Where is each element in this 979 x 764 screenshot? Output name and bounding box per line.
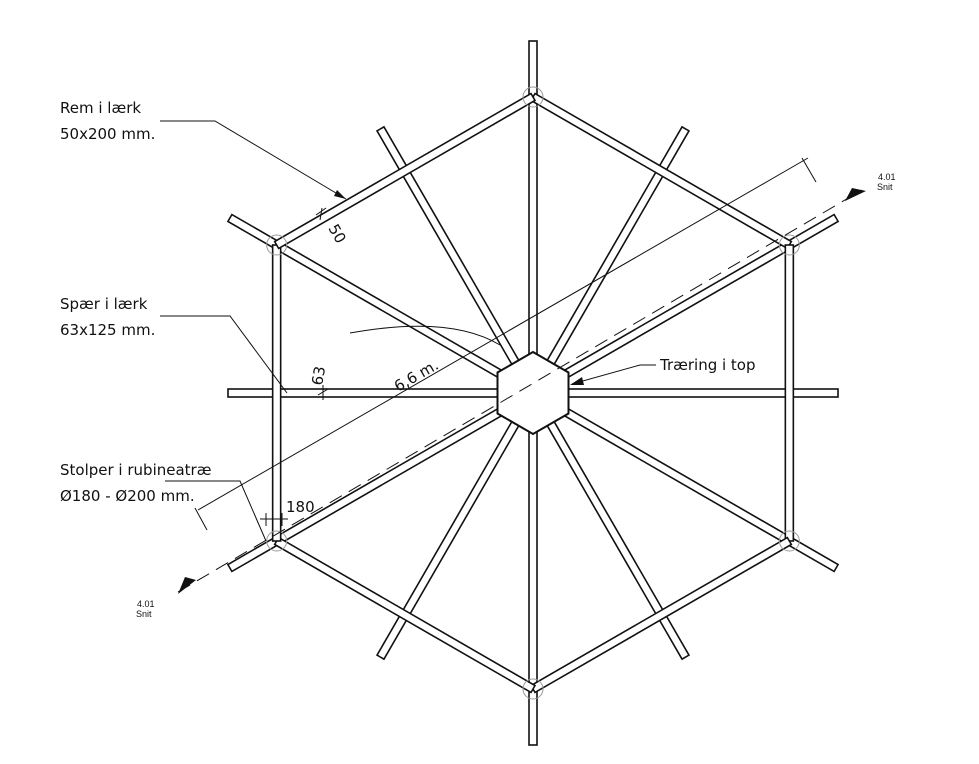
rafter <box>375 415 523 661</box>
post <box>778 234 800 256</box>
rafter <box>562 388 839 398</box>
traering-leader <box>571 364 656 385</box>
spaer-dim-ticks <box>317 385 329 400</box>
rem-beam <box>529 536 793 694</box>
rem-beam <box>271 244 282 542</box>
section-number-right: 4.01 <box>878 172 896 182</box>
rafter <box>543 125 691 371</box>
post-dim-ticks <box>260 513 288 526</box>
rem-dim-ticks <box>315 207 327 221</box>
section-name-right: Snit <box>877 182 893 192</box>
section-arrow-left <box>178 577 196 594</box>
rafter <box>528 422 538 746</box>
section-line <box>177 189 863 593</box>
rafter <box>226 213 511 383</box>
traering-leader-arrow <box>570 377 584 385</box>
spaer-dimension-text: 63 <box>308 365 329 387</box>
rem-beam <box>529 92 793 250</box>
span-dimension <box>194 157 817 531</box>
rem-beams <box>271 92 795 694</box>
post <box>522 86 544 108</box>
spaer-label-line2: 63x125 mm. <box>60 321 155 339</box>
post <box>522 678 544 700</box>
rem-beam <box>273 92 537 250</box>
rem-beam <box>273 536 537 694</box>
rem-leader <box>160 120 347 200</box>
traering-label: Træring i top <box>659 356 756 374</box>
rafter <box>375 125 523 371</box>
spaer-leader <box>160 315 288 394</box>
rafters <box>226 40 840 746</box>
post <box>266 530 288 552</box>
section-number-left: 4.01 <box>137 599 155 609</box>
rafter <box>227 388 504 398</box>
section-name-left: Snit <box>136 609 152 619</box>
rafter <box>555 403 840 573</box>
post <box>266 234 288 256</box>
rem-dimension-text: 50 <box>325 221 350 247</box>
post <box>778 530 800 552</box>
rem-label-line1: Rem i lærk <box>60 99 141 117</box>
stolper-label-line1: Stolper i rubineatræ <box>60 461 211 479</box>
posts <box>266 86 800 700</box>
stolper-label-line2: Ø180 - Ø200 mm. <box>60 487 195 505</box>
stolper-leader <box>165 480 267 542</box>
rem-beam <box>784 244 795 542</box>
rem-leader-arrow <box>334 190 346 199</box>
section-arrow-right <box>845 188 866 201</box>
spaer-label-line1: Spær i lærk <box>60 295 148 313</box>
rafter <box>543 415 691 661</box>
top-ring <box>496 350 570 436</box>
rem-label-line2: 50x200 mm. <box>60 125 155 143</box>
post-dimension-text: 180 <box>286 498 315 516</box>
rafter <box>226 403 511 573</box>
